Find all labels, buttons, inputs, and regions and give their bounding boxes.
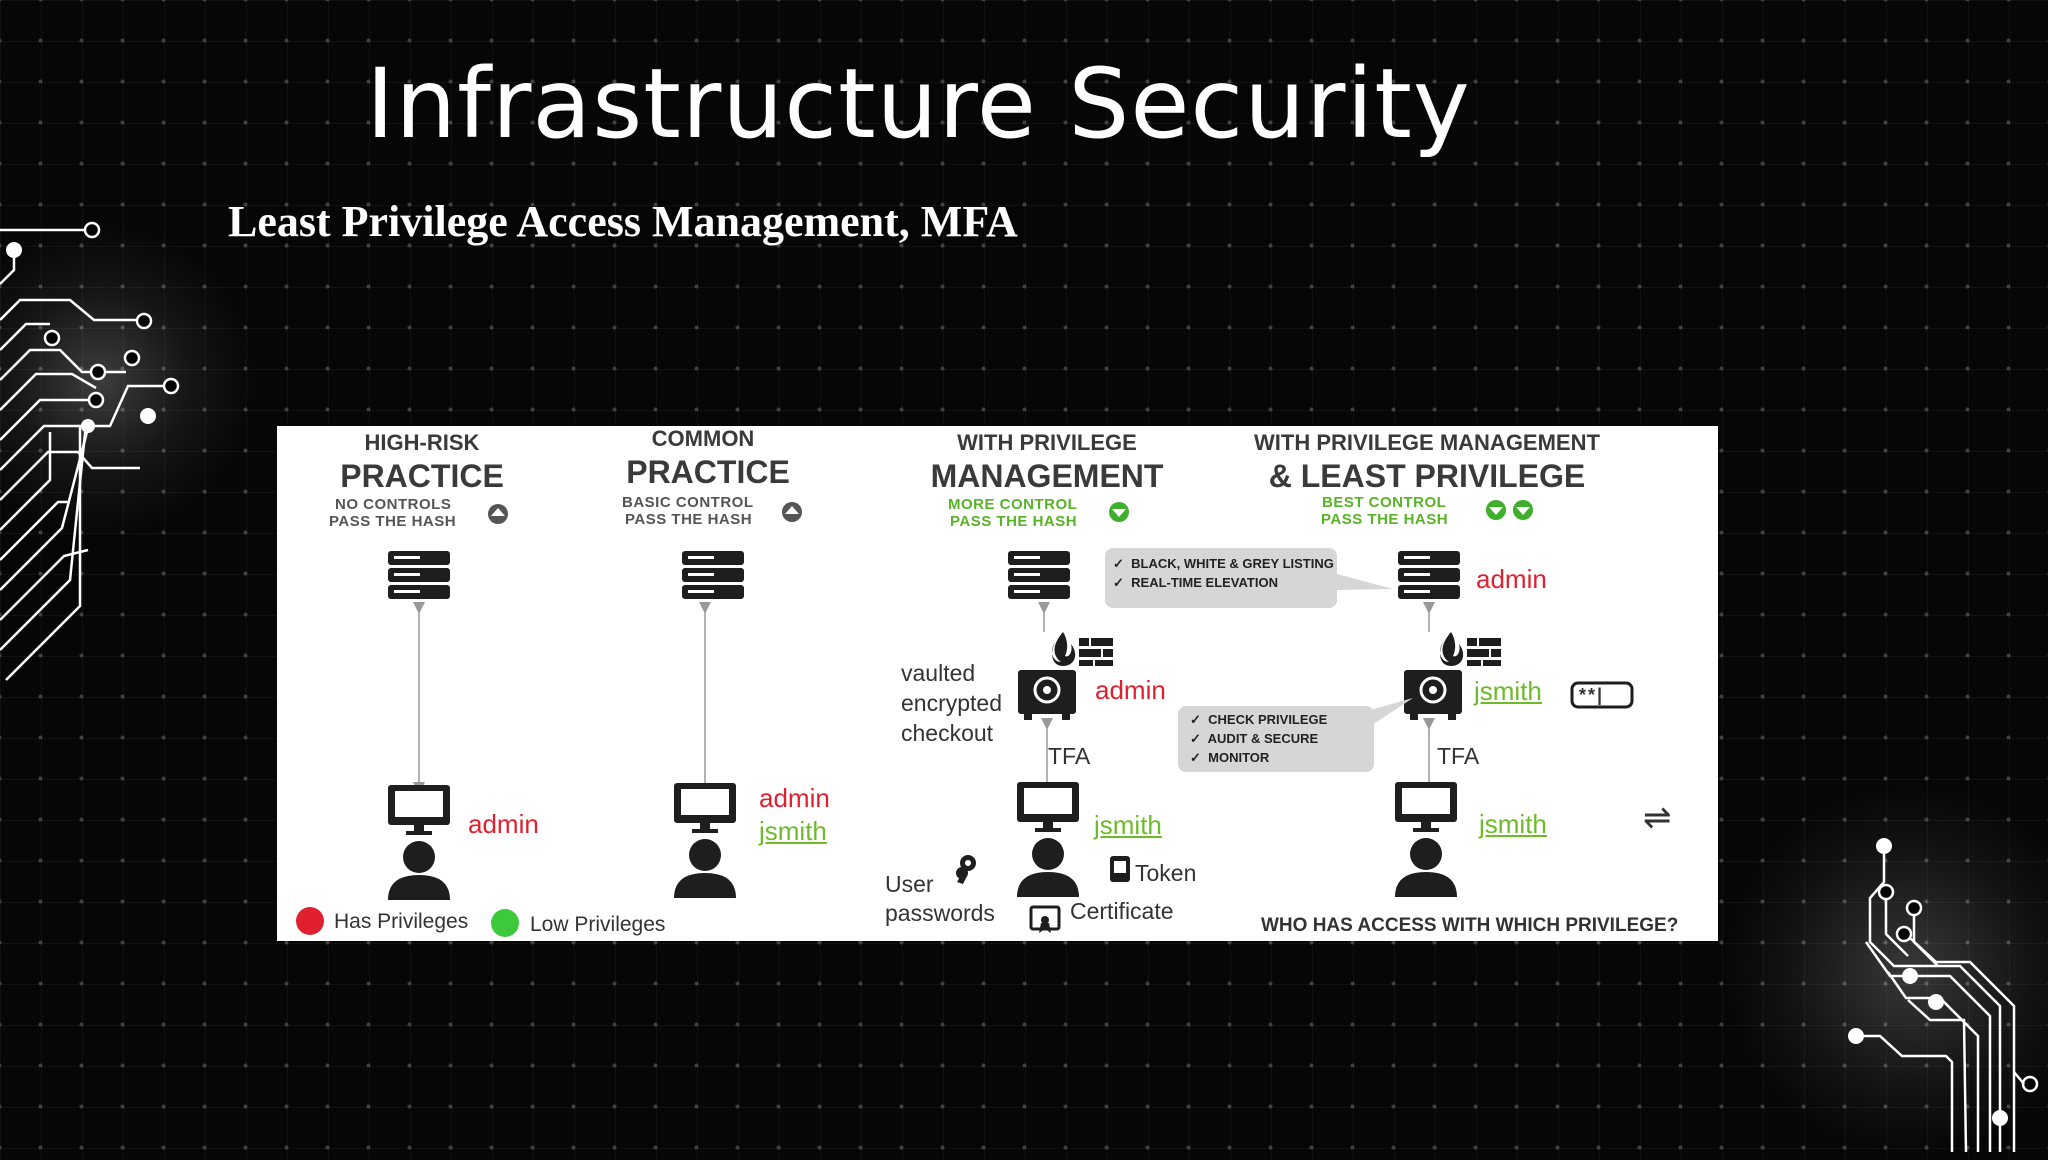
callout-check-audit-monitor: ✓ CHECK PRIVILEGE ✓ AUDIT & SECURE ✓ MON… bbox=[1178, 706, 1374, 772]
user-icon bbox=[1017, 838, 1079, 897]
up-arrow-circle-icon bbox=[782, 502, 802, 522]
column-4-heading-large: & LEAST PRIVILEGE bbox=[1268, 458, 1586, 494]
column-4-note-line1: BEST CONTROL bbox=[1322, 494, 1447, 511]
jsmith-label: jsmith bbox=[1479, 809, 1547, 839]
admin-label: admin bbox=[1476, 564, 1547, 594]
privilege-management-diagram: HIGH-RISK PRACTICE NO CONTROLS PASS THE … bbox=[277, 426, 1718, 941]
has-privileges-dot bbox=[296, 907, 324, 935]
vaulted-label: vaulted bbox=[901, 660, 976, 686]
jsmith-label: jsmith bbox=[1094, 810, 1162, 840]
access-question: WHO HAS ACCESS WITH WHICH PRIVILEGE? bbox=[1261, 915, 1679, 936]
admin-label: admin bbox=[468, 809, 539, 839]
circuit-decoration-left bbox=[0, 221, 180, 681]
admin-label: admin bbox=[759, 783, 830, 813]
admin-label: admin bbox=[1095, 675, 1166, 705]
workstation-icon bbox=[1395, 782, 1457, 832]
jsmith-label: jsmith bbox=[1474, 676, 1542, 706]
column-2-note-line2: PASS THE HASH bbox=[625, 511, 753, 528]
callout-item: ✓ MONITOR bbox=[1190, 750, 1270, 765]
user-icon bbox=[674, 839, 736, 898]
server-icon bbox=[388, 551, 450, 599]
workstation-icon bbox=[1017, 782, 1079, 832]
password-field-icon bbox=[1570, 681, 1634, 709]
column-3-note-line2: PASS THE HASH bbox=[950, 513, 1078, 530]
callout-pointer bbox=[1337, 574, 1393, 590]
callout-pointer bbox=[1363, 698, 1413, 731]
callout-item: ✓ CHECK PRIVILEGE bbox=[1190, 712, 1328, 727]
circuit-decoration-right bbox=[1848, 838, 2039, 1152]
user-icon bbox=[1395, 838, 1457, 897]
tfa-label: TFA bbox=[1437, 743, 1480, 769]
callout-listing-elevation: ✓ BLACK, WHITE & GREY LISTING ✓ REAL-TIM… bbox=[1105, 548, 1337, 608]
column-1-note-line2: PASS THE HASH bbox=[329, 513, 457, 530]
server-icon bbox=[1008, 551, 1070, 599]
has-privileges-label: Has Privileges bbox=[334, 910, 469, 933]
key-icon bbox=[956, 855, 976, 884]
callout-item: ✓ AUDIT & SECURE bbox=[1190, 731, 1319, 746]
slide-title: Infrastructure Security bbox=[366, 48, 1471, 160]
column-3-note-line1: MORE CONTROL bbox=[948, 496, 1078, 513]
checkout-label: checkout bbox=[901, 720, 994, 746]
column-1-heading-small: HIGH-RISK bbox=[364, 430, 480, 455]
column-3-heading-small: WITH PRIVILEGE bbox=[957, 430, 1137, 455]
jsmith-label: jsmith bbox=[759, 816, 827, 846]
column-3-heading-large: MANAGEMENT bbox=[930, 458, 1164, 494]
workstation-icon bbox=[674, 783, 736, 833]
callout-item: ✓ REAL-TIME ELEVATION bbox=[1113, 575, 1278, 590]
firewall-icon bbox=[1052, 632, 1113, 666]
low-privileges-dot bbox=[491, 909, 519, 937]
firewall-icon bbox=[1440, 632, 1501, 666]
column-2-note-line1: BASIC CONTROL bbox=[622, 494, 754, 511]
workstation-icon bbox=[388, 785, 450, 835]
column-2-heading-large: PRACTICE bbox=[626, 454, 790, 490]
user-icon bbox=[388, 841, 450, 900]
certificate-icon bbox=[1029, 905, 1061, 933]
callout-item: ✓ BLACK, WHITE & GREY LISTING bbox=[1113, 556, 1334, 571]
tfa-label: TFA bbox=[1048, 743, 1091, 769]
vault-icon bbox=[1402, 668, 1464, 722]
column-4-note-line2: PASS THE HASH bbox=[1321, 511, 1449, 528]
token-label: Token bbox=[1135, 860, 1197, 886]
password-mask: **| bbox=[1579, 685, 1605, 705]
slide-subtitle: Least Privilege Access Management, MFA bbox=[228, 197, 1018, 246]
up-arrow-circle-icon bbox=[488, 504, 508, 524]
token-icon bbox=[1110, 856, 1130, 882]
swap-arrows-icon: ⇌ bbox=[1643, 799, 1672, 837]
certificate-label: Certificate bbox=[1070, 898, 1174, 924]
vault-icon bbox=[1016, 668, 1078, 722]
diagram-graphics bbox=[296, 500, 1634, 937]
low-privileges-label: Low Privileges bbox=[530, 913, 666, 936]
column-1-note-line1: NO CONTROLS bbox=[335, 496, 452, 513]
user-label: User bbox=[885, 871, 934, 897]
server-icon bbox=[682, 551, 744, 599]
passwords-label: passwords bbox=[885, 900, 995, 926]
down-arrow-circle-icon bbox=[1109, 502, 1129, 522]
column-4-heading-small: WITH PRIVILEGE MANAGEMENT bbox=[1254, 430, 1600, 455]
column-2-heading-small: COMMON bbox=[651, 426, 755, 451]
column-1-heading-large: PRACTICE bbox=[340, 458, 504, 494]
server-icon bbox=[1398, 551, 1460, 599]
down-arrow-circle-icon bbox=[1486, 500, 1506, 520]
encrypted-label: encrypted bbox=[901, 690, 1003, 716]
down-arrow-circle-icon bbox=[1513, 500, 1533, 520]
